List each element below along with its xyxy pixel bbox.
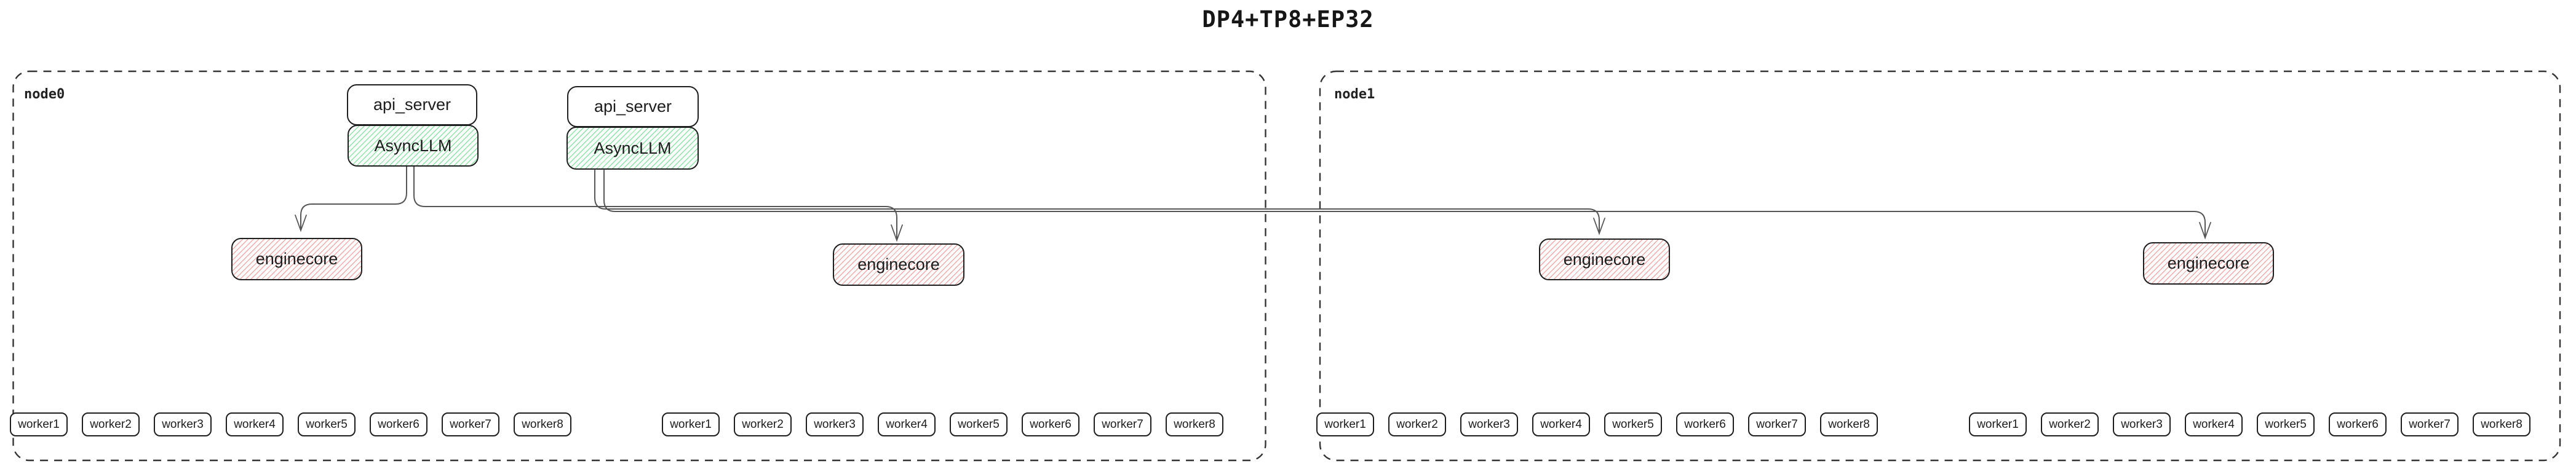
node1-label: node1 xyxy=(1334,87,1375,102)
worker-box: worker1 xyxy=(1316,412,1374,436)
arrowhead-enginecore1 xyxy=(891,224,903,242)
worker-box: worker6 xyxy=(1022,412,1079,436)
enginecore-box-node1-0: enginecore xyxy=(1539,238,1670,280)
api-server-box-0: api_server xyxy=(347,84,477,125)
diagram-title: DP4+TP8+EP32 xyxy=(1202,6,1374,33)
worker-box: worker4 xyxy=(1532,412,1590,436)
worker-box: worker7 xyxy=(1748,412,1806,436)
worker-box: worker2 xyxy=(1388,412,1446,436)
node0-label: node0 xyxy=(24,87,65,102)
enginecore-box-node0-1: enginecore xyxy=(833,243,964,286)
worker-box: worker6 xyxy=(2329,412,2387,436)
worker-box: worker8 xyxy=(2473,412,2530,436)
worker-box: worker2 xyxy=(734,412,792,436)
worker-box: worker4 xyxy=(2185,412,2243,436)
worker-group-node0-1: worker1 worker2 worker3 worker4 worker5 … xyxy=(662,412,1223,436)
worker-box: worker5 xyxy=(950,412,1008,436)
worker-group-node1-1: worker1 worker2 worker3 worker4 worker5 … xyxy=(1969,412,2530,436)
worker-box: worker8 xyxy=(1166,412,1223,436)
asyncllm-box-1: AsyncLLM xyxy=(566,127,699,170)
worker-box: worker2 xyxy=(2041,412,2099,436)
asyncllm-to-enginecore-wires xyxy=(295,166,2211,242)
api-server-box-1: api_server xyxy=(567,86,699,127)
worker-box: worker3 xyxy=(1460,412,1518,436)
node1-border xyxy=(1319,70,2561,462)
wire-asyncllm1-enginecore3 xyxy=(603,170,2206,237)
worker-box: worker7 xyxy=(2401,412,2459,436)
worker-box: worker7 xyxy=(442,412,499,436)
worker-box: worker8 xyxy=(514,412,571,436)
worker-box: worker2 xyxy=(82,412,140,436)
worker-box: worker4 xyxy=(226,412,284,436)
arrowhead-enginecore3 xyxy=(2199,222,2211,240)
node0-border xyxy=(12,70,1266,462)
worker-group-node0-0: worker1 worker2 worker3 worker4 worker5 … xyxy=(10,412,571,436)
enginecore-box-node1-1: enginecore xyxy=(2143,242,2274,285)
enginecore-box-node0-0: enginecore xyxy=(231,238,362,280)
wire-asyncllm0-enginecore0 xyxy=(300,166,407,229)
asyncllm-box-0: AsyncLLM xyxy=(348,125,479,167)
worker-box: worker5 xyxy=(298,412,356,436)
worker-box: worker4 xyxy=(878,412,936,436)
worker-box: worker3 xyxy=(2113,412,2171,436)
worker-box: worker1 xyxy=(10,412,68,436)
worker-box: worker8 xyxy=(1820,412,1878,436)
worker-group-node1-0: worker1 worker2 worker3 worker4 worker5 … xyxy=(1316,412,1878,436)
worker-box: worker3 xyxy=(154,412,212,436)
worker-box: worker6 xyxy=(370,412,427,436)
worker-box: worker3 xyxy=(806,412,864,436)
worker-box: worker6 xyxy=(1676,412,1734,436)
worker-box: worker5 xyxy=(2257,412,2315,436)
worker-box: worker1 xyxy=(662,412,720,436)
worker-box: worker7 xyxy=(1094,412,1151,436)
arrowhead-enginecore0 xyxy=(295,215,307,232)
wire-asyncllm0-enginecore1 xyxy=(413,166,897,240)
wire-asyncllm1-enginecore2 xyxy=(594,170,1600,233)
arrowhead-enginecore2 xyxy=(1593,218,1605,235)
worker-box: worker5 xyxy=(1604,412,1662,436)
worker-box: worker1 xyxy=(1969,412,2027,436)
